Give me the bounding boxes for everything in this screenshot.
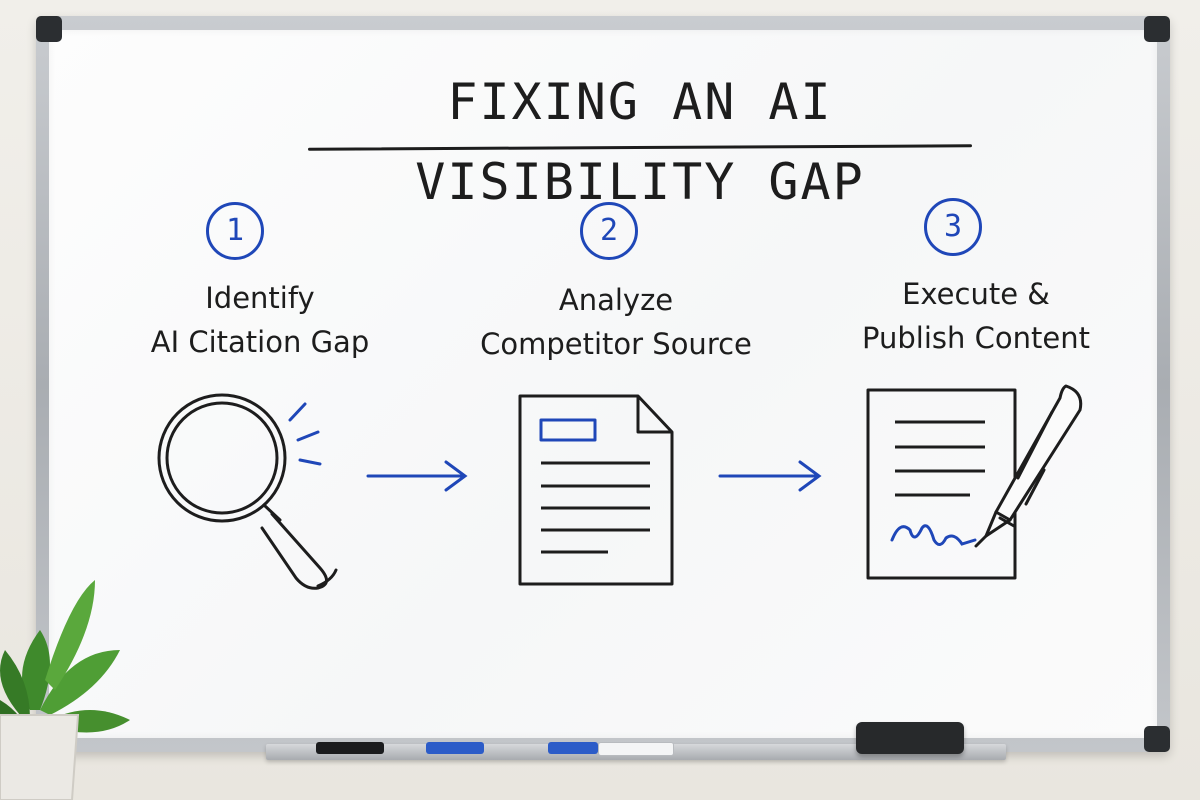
frame-corner-top-right bbox=[1144, 16, 1170, 42]
magnifying-glass-icon bbox=[157, 393, 338, 590]
plant-pot bbox=[0, 714, 80, 800]
potted-plant bbox=[0, 580, 130, 800]
signature-scribble bbox=[890, 524, 977, 546]
step-1-label-line1: Identify bbox=[205, 281, 315, 315]
step-3-label: Execute & Publish Content bbox=[826, 272, 1126, 360]
step-2-label-line2: Competitor Source bbox=[480, 327, 752, 361]
blue-marker[interactable] bbox=[426, 742, 484, 754]
step-3-label-line2: Publish Content bbox=[862, 321, 1090, 355]
arrow-right-icon-2 bbox=[718, 460, 822, 492]
step-1-label: Identify AI Citation Gap bbox=[110, 276, 410, 364]
sparkle-lines-icon bbox=[288, 402, 322, 466]
step-3-number: 3 bbox=[924, 198, 982, 256]
step-2-label-line1: Analyze bbox=[558, 283, 674, 317]
board-title: FIXING AN AI VISIBILITY GAP bbox=[415, 73, 865, 211]
step-2-label: Analyze Competitor Source bbox=[456, 278, 776, 366]
frame-corner-top-left bbox=[36, 16, 62, 42]
blue-marker-cap[interactable] bbox=[548, 742, 598, 754]
black-marker[interactable] bbox=[316, 742, 384, 754]
step-2-number: 2 bbox=[580, 202, 638, 260]
arrow-right-icon-1 bbox=[366, 460, 468, 492]
whiteboard-eraser[interactable] bbox=[856, 722, 964, 754]
blue-marker-body[interactable] bbox=[598, 742, 674, 756]
step-1-label-line2: AI Citation Gap bbox=[150, 325, 370, 359]
step-3-label-line1: Execute & bbox=[902, 277, 1050, 311]
pen-icon bbox=[974, 384, 1083, 548]
signed-document-icon bbox=[866, 388, 1017, 580]
frame-corner-bottom-right bbox=[1144, 726, 1170, 752]
step-1-number: 1 bbox=[206, 202, 264, 260]
document-icon bbox=[518, 394, 674, 586]
